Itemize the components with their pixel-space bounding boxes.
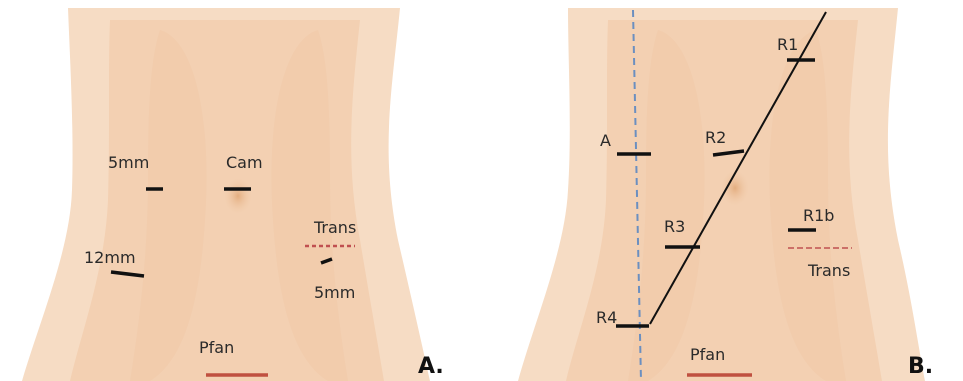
panel-a-navel: [224, 178, 252, 214]
label-a: A: [600, 131, 611, 150]
panel-a: 5mm Cam 12mm Trans 5mm Pfan A.: [0, 0, 478, 381]
panel-b-navel: [721, 170, 749, 206]
panel-label-b: B.: [908, 354, 933, 379]
label-r2: R2: [705, 128, 726, 147]
label-pfan: Pfan: [690, 345, 725, 364]
label-cam: Cam: [226, 153, 263, 172]
label-5mm-lower: 5mm: [314, 283, 355, 302]
label-r1: R1: [777, 35, 798, 54]
label-5mm-upper: 5mm: [108, 153, 149, 172]
panel-b: R1 A R2 R3 R1b Trans R4 Pfan B.: [485, 0, 963, 381]
label-r1b: R1b: [803, 206, 834, 225]
label-r4: R4: [596, 308, 617, 327]
label-r3: R3: [664, 217, 685, 236]
label-pfan: Pfan: [199, 338, 234, 357]
label-trans: Trans: [313, 218, 356, 237]
label-12mm: 12mm: [84, 248, 136, 267]
label-trans: Trans: [807, 261, 850, 280]
panel-label-a: A.: [418, 354, 444, 379]
